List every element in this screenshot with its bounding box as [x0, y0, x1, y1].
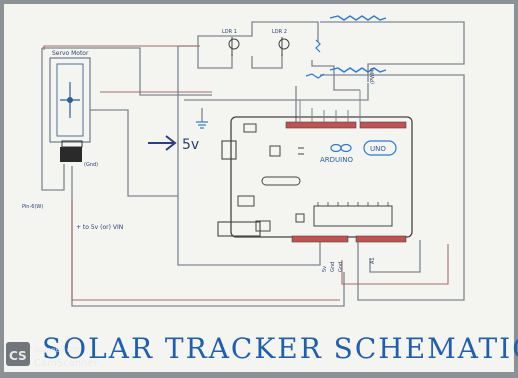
camscanner-watermark: CS Scanned with CamScanner [6, 342, 99, 369]
header-label-5v: 5v [322, 266, 328, 272]
arduino-brand-label: ARDUINO [320, 156, 353, 164]
watermark-line1: Scanned with [34, 346, 81, 354]
servo-label: Servo Motor [52, 50, 89, 57]
vin-label: + to 5v (or) VIN [76, 224, 123, 231]
ldr2-label: LDR 2 [272, 29, 287, 35]
ldr-2 [278, 37, 290, 56]
arduino-model-label: UNO [370, 145, 386, 153]
pin6-label: Pin-6(W) [22, 204, 43, 210]
paper-sheet [4, 4, 514, 372]
servo-connector [60, 147, 82, 162]
servo-motor [49, 57, 91, 148]
ldr-1 [228, 37, 240, 56]
resistors [305, 15, 387, 79]
pwm-label: (PWM) [370, 68, 376, 84]
five-volt-arrow [148, 135, 177, 151]
header-label-a1: A1 [370, 257, 376, 264]
ldr1-label: LDR 1 [222, 29, 237, 35]
five-volt-label: 5v [182, 137, 199, 153]
schematic-title: SOLAR TRACKER SCHEMATIC. [42, 332, 518, 365]
watermark-badge: CS [9, 349, 27, 363]
watermark-line2: CamScanner [34, 358, 99, 369]
header-label-gnd-1: Gnd [330, 262, 336, 272]
header-label-gnd-2: Gnd [338, 262, 344, 272]
wires [41, 21, 465, 307]
reddish-wires [43, 45, 449, 301]
ground-symbol [196, 121, 208, 129]
arduino-uno-board [217, 90, 413, 243]
gnd-label: (Gnd) [84, 162, 98, 168]
